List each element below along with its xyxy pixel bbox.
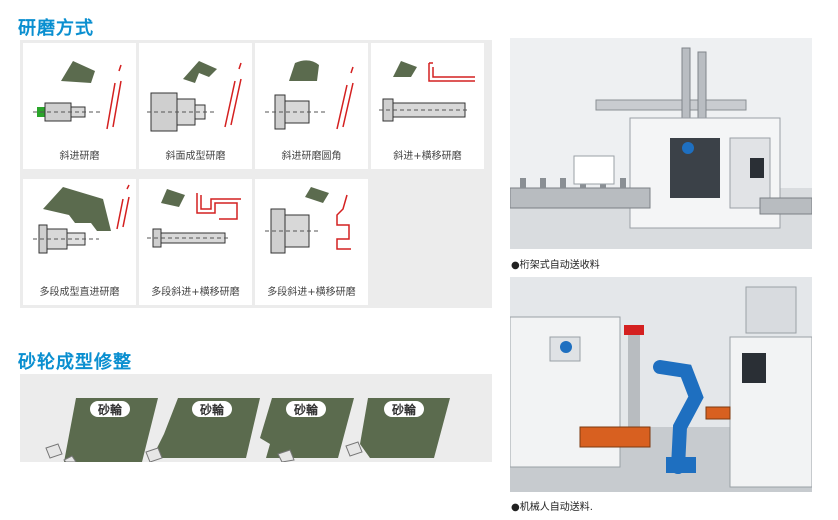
robot-cell-illustration <box>510 277 812 492</box>
wheel-label: 砂輪 <box>199 403 224 417</box>
method-cell: 多段斜进+横移研磨 <box>255 179 368 305</box>
wheel-dressing-diagrams <box>45 398 450 462</box>
grinding-wheel-shape <box>360 398 450 458</box>
grinding-methods-grid: 斜进研磨 斜面成型研磨 斜进研磨圆角 斜进+横移研磨 <box>20 40 492 308</box>
angular-traverse-diagram <box>379 61 475 122</box>
angular-radius-diagram <box>265 60 354 130</box>
method-cell: 斜进研磨圆角 <box>255 43 368 169</box>
wheel-label: 砂輪 <box>293 403 318 417</box>
method-label: 多段斜进+横移研磨 <box>151 287 240 298</box>
gantry-loader-photo <box>510 38 812 249</box>
robot-loader-photo <box>510 277 812 492</box>
method-label: 多段斜进+横移研磨 <box>267 287 356 298</box>
method-label: 斜进研磨 <box>59 151 100 162</box>
grinding-methods-title: 研磨方式 <box>18 18 94 39</box>
method-cell: 多段斜进+横移研磨 <box>139 179 252 305</box>
grinding-wheel-shape <box>64 398 158 462</box>
method-label: 斜进+横移研磨 <box>393 151 462 162</box>
wheel-dressing-panel: 砂輪 砂輪 砂輪 砂輪 <box>20 374 492 462</box>
multi-step-plunge-diagram <box>33 184 130 254</box>
method-cell: 多段成型直进研磨 <box>23 179 136 305</box>
grinding-wheel-shape <box>260 398 354 458</box>
wheel-dressing-title: 砂轮成型修整 <box>18 352 132 373</box>
method-label: 斜面成型研磨 <box>165 151 226 162</box>
method-label: 多段成型直进研磨 <box>39 287 120 298</box>
wheel-label: 砂輪 <box>97 403 122 417</box>
gantry-caption: ●桁架式自动送收料 <box>511 260 600 271</box>
grinding-wheel-shape <box>152 398 260 458</box>
angular-form-diagram <box>147 61 242 132</box>
angular-plunge-diagram <box>33 61 122 130</box>
method-cell: 斜面成型研磨 <box>139 43 252 169</box>
multi-step-traverse-diagram-2 <box>265 187 351 254</box>
method-cell: 斜进+横移研磨 <box>371 43 484 169</box>
multi-step-traverse-diagram <box>147 189 241 248</box>
wheel-label: 砂輪 <box>391 403 416 417</box>
gantry-machine-illustration <box>510 38 812 249</box>
method-label: 斜进研磨圆角 <box>281 151 342 162</box>
method-cell: 斜进研磨 <box>23 43 136 169</box>
robot-caption: ●机械人自动送料. <box>511 502 593 513</box>
